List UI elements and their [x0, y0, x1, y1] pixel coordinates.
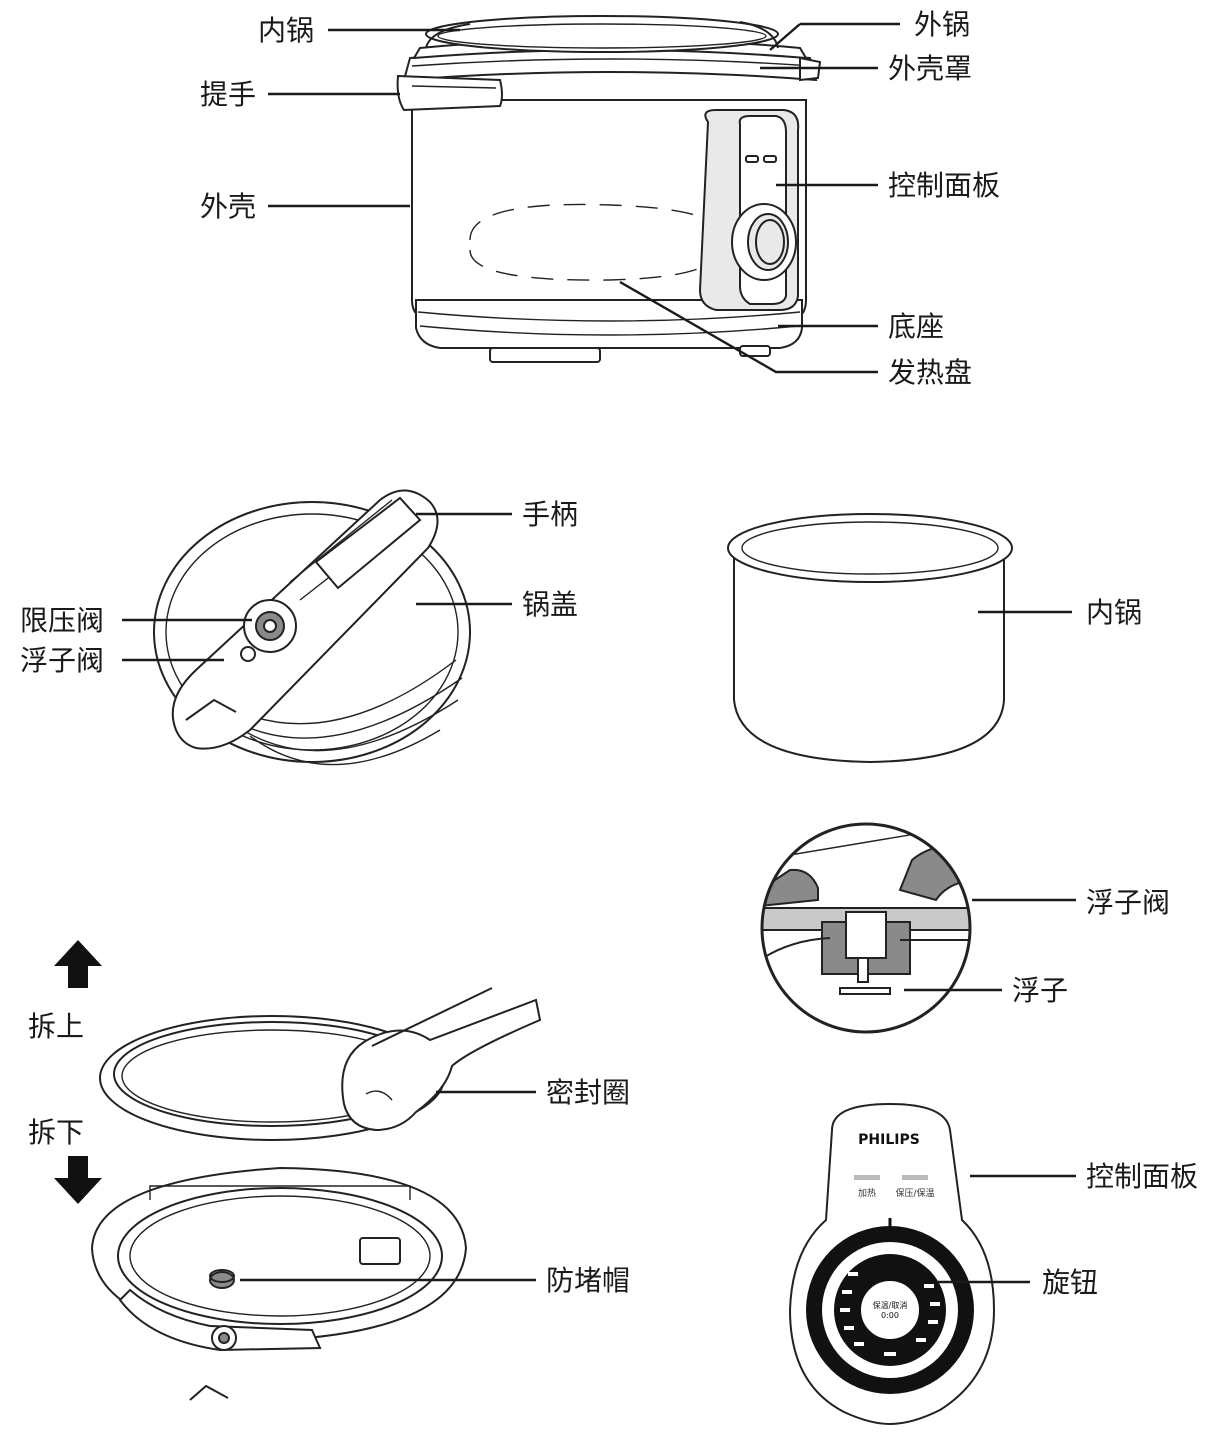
control-panel-face: PHILIPS 加热 保压/保温 保温/取消 0:00 — [790, 1104, 994, 1424]
label-control-panel: 控制面板 — [1086, 1160, 1198, 1193]
lid-underside-illustration — [92, 1168, 466, 1400]
label-shell: 外壳 — [200, 190, 256, 223]
label-inner-pot: 内锅 — [1086, 596, 1142, 629]
arrow-down-icon — [54, 1156, 102, 1204]
knob-center-time: 0:00 — [881, 1311, 899, 1320]
label-outer-cover: 外壳罩 — [888, 52, 972, 85]
label-lid: 锅盖 — [522, 588, 578, 621]
indicator-keep-light — [902, 1175, 928, 1180]
seal-ring-illustration — [100, 988, 540, 1140]
label-base: 底座 — [888, 310, 944, 343]
label-anti-block-cap: 防堵帽 — [546, 1264, 630, 1297]
indicator-heat-label: 加热 — [858, 1187, 876, 1199]
label-heating-plate: 发热盘 — [888, 356, 972, 389]
label-control-panel-top: 控制面板 — [888, 169, 1000, 202]
lid-illustration — [154, 490, 470, 764]
label-float-valve-detail: 浮子阀 — [1086, 886, 1170, 919]
label-float-valve-lid: 浮子阀 — [20, 644, 104, 677]
arrow-up-icon — [54, 940, 102, 988]
knob-center-text: 保温/取消 — [873, 1300, 908, 1310]
inner-pot-illustration — [728, 514, 1012, 762]
float-valve-detail — [760, 824, 975, 1032]
label-knob: 旋钮 — [1042, 1266, 1098, 1299]
label-pressure-valve: 限压阀 — [20, 604, 104, 637]
brand-logo: PHILIPS — [858, 1132, 920, 1148]
label-remove-up: 拆上 — [28, 1010, 84, 1043]
label-handle-grip: 提手 — [200, 78, 256, 111]
indicator-keep-label: 保压/保温 — [895, 1187, 934, 1199]
label-remove-down: 拆下 — [28, 1116, 84, 1149]
cooker-illustration — [398, 16, 820, 362]
label-inner-pot-top: 内锅 — [258, 14, 314, 47]
label-outer-pot: 外锅 — [914, 8, 970, 41]
label-seal-ring: 密封圈 — [546, 1076, 630, 1109]
label-float: 浮子 — [1012, 974, 1068, 1007]
label-lid-handle: 手柄 — [522, 498, 578, 531]
indicator-heat-light — [854, 1175, 880, 1180]
